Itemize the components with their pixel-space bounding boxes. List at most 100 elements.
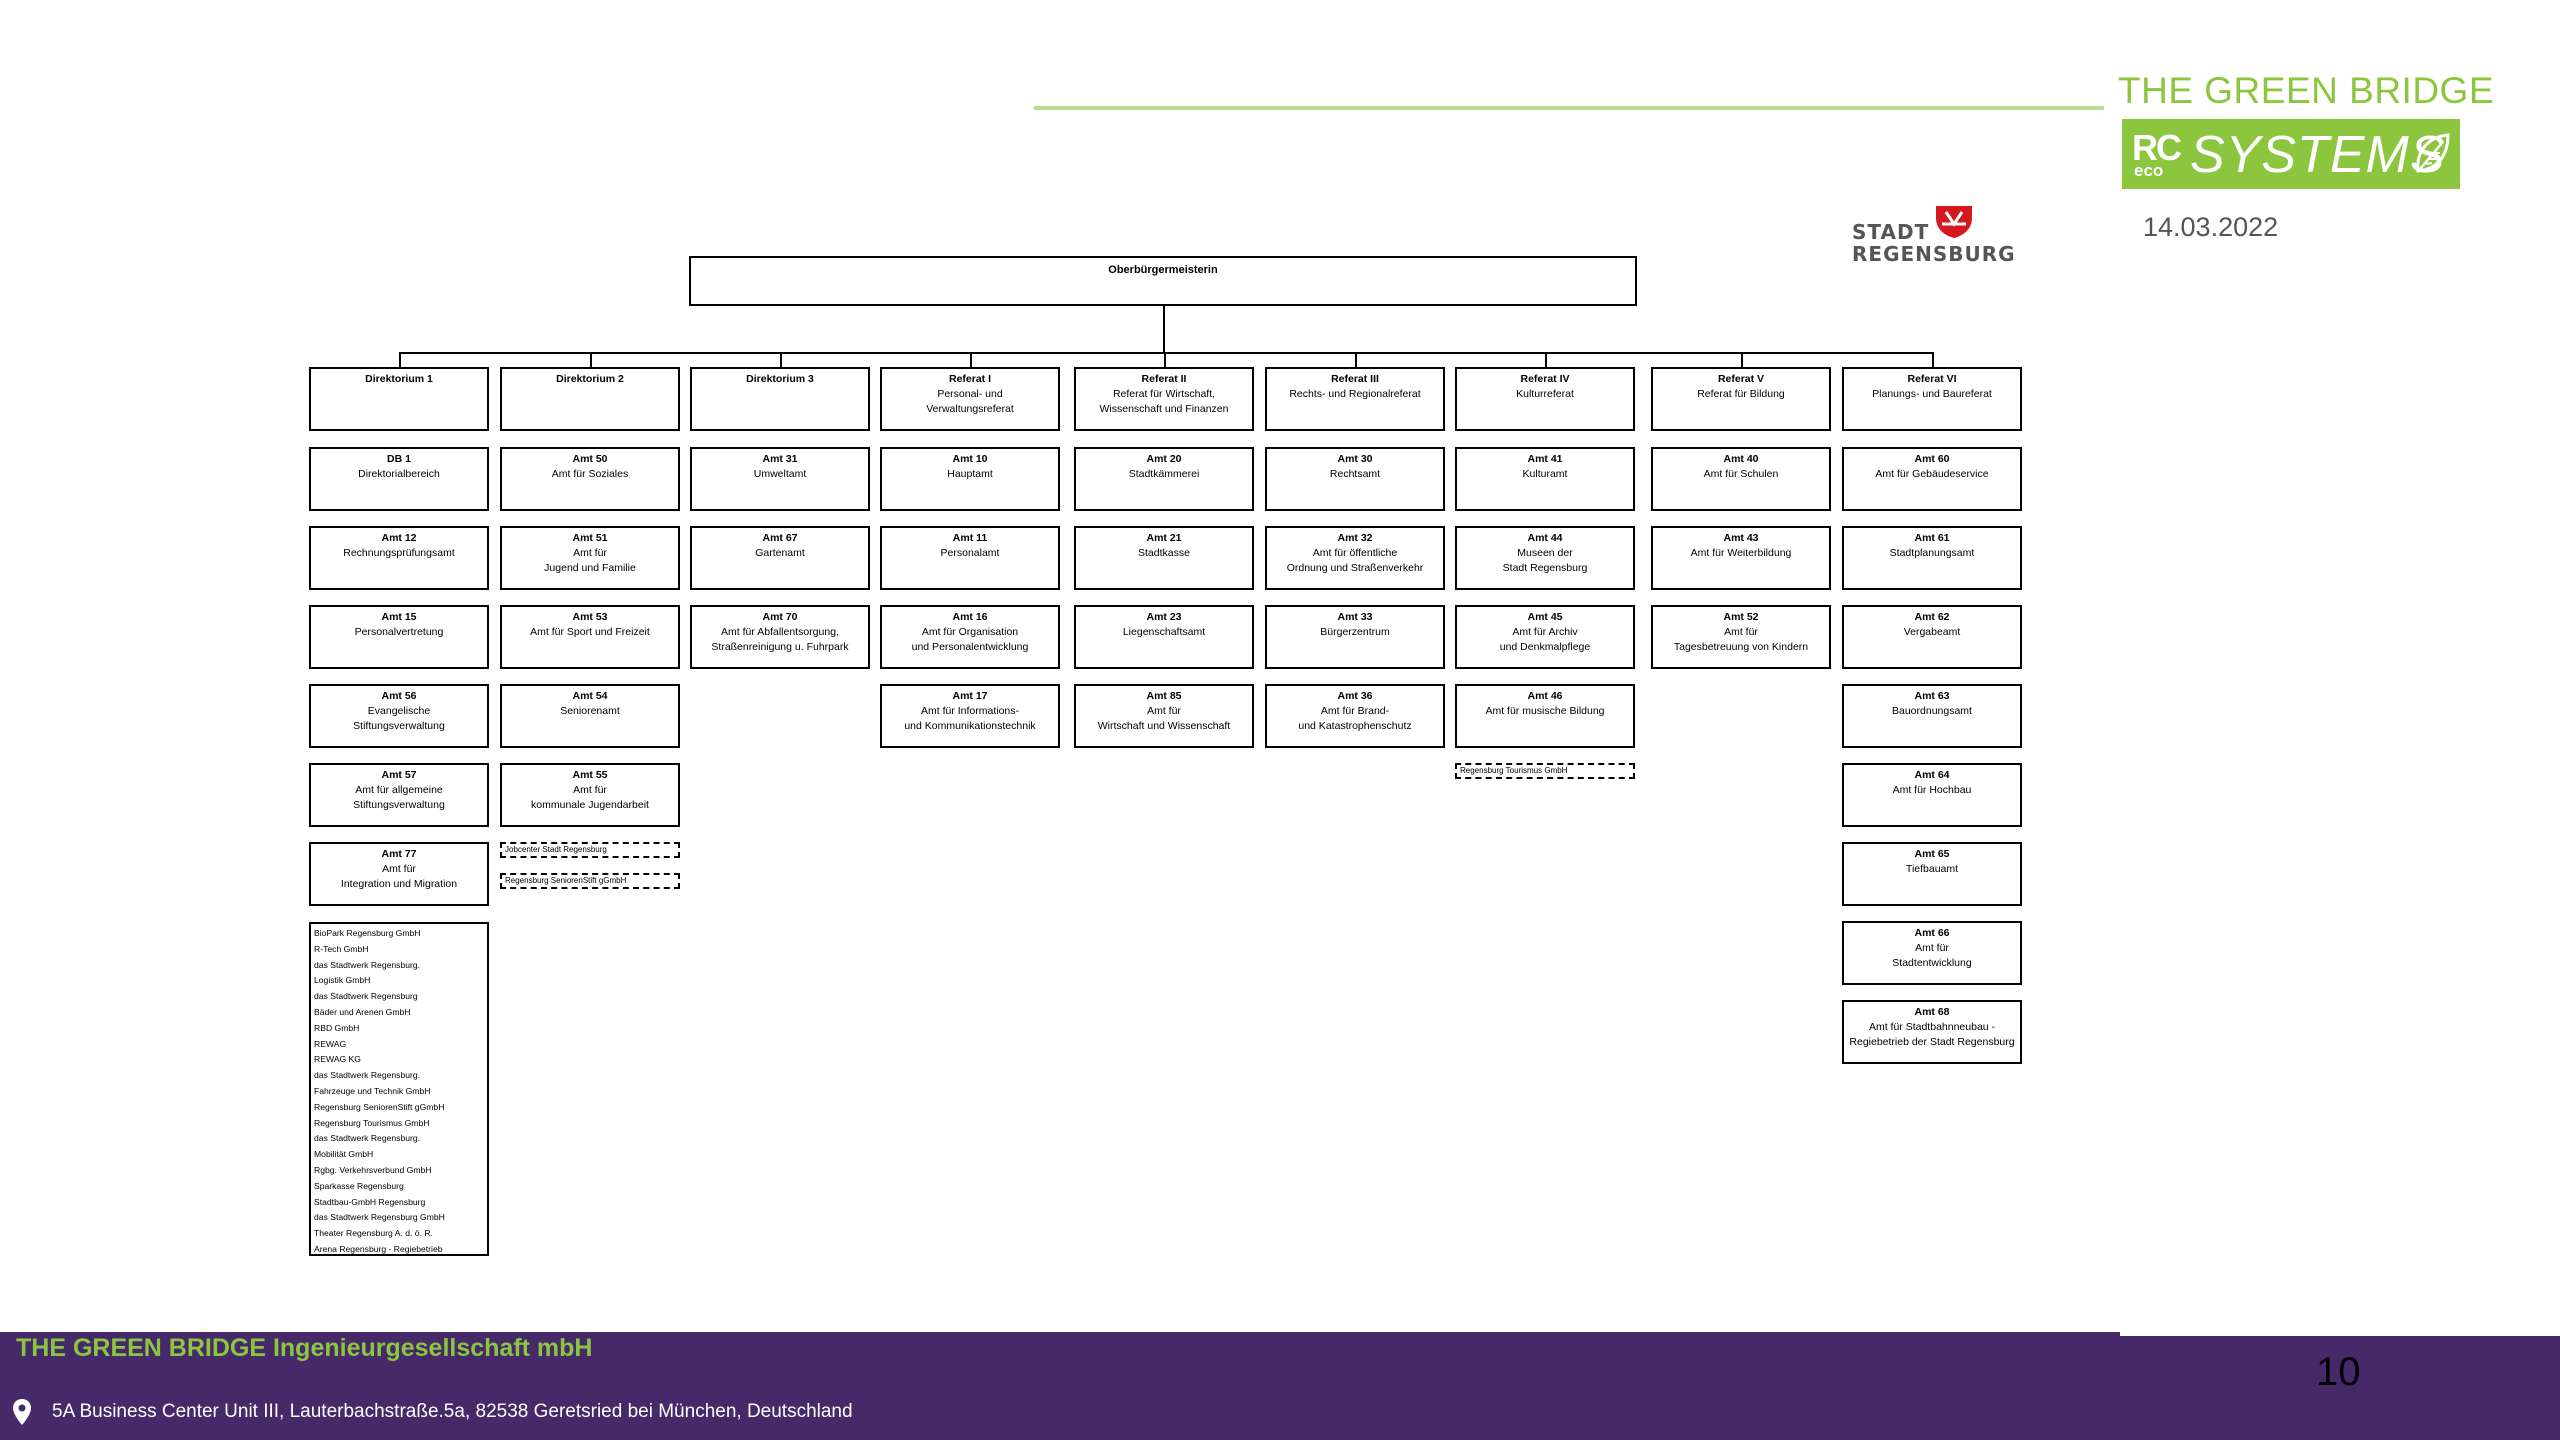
org-unit-box: Amt 43 Amt für Weiterbildung	[1651, 526, 1831, 590]
logo-systems-text: SYSTEMS	[2190, 126, 2446, 184]
org-unit-subtitle: Amt für Sport und Freizeit	[530, 626, 650, 638]
org-unit-title: Amt 65	[1914, 848, 1950, 860]
rc-eco-systems-logo: RC eco SYSTEMS	[2122, 119, 2460, 189]
org-unit-box: Amt 54 Seniorenamt	[500, 684, 680, 748]
org-unit-title: Amt 16	[952, 611, 988, 623]
regensburg-text: REGENSBURG	[1852, 242, 2016, 266]
org-unit-title: DB 1	[387, 453, 411, 465]
org-unit-title: Amt 41	[1527, 453, 1563, 465]
org-unit-subtitle: Bürgerzentrum	[1320, 626, 1390, 638]
org-affiliate-box: Regensburg SeniorenStift gGmbH	[500, 873, 680, 889]
org-unit-title: Amt 52	[1723, 611, 1759, 623]
org-unit-box: Amt 56 Evangelische Stiftungsverwaltung	[309, 684, 489, 748]
org-unit-subtitle: Amt für Organisation und Personalentwick…	[911, 626, 1029, 653]
head-connector-drop	[780, 352, 782, 367]
org-unit-subtitle: Amt für Tagesbetreuung von Kindern	[1673, 626, 1809, 653]
root-connector	[1163, 306, 1165, 353]
holdings-list-item: das Stadtwerk Regensburg	[314, 991, 418, 1002]
holdings-list-item: Arena Regensburg - Regiebetrieb	[314, 1243, 443, 1254]
head-connector-drop	[399, 352, 401, 367]
holdings-list-item: Regensburg Tourismus GmbH	[314, 1117, 430, 1128]
org-root-box: Oberbürgermeisterin	[689, 256, 1637, 306]
org-unit-title: Amt 15	[381, 611, 417, 623]
leaf-icon	[2416, 133, 2450, 173]
org-unit-subtitle: Stadtkasse	[1138, 547, 1190, 559]
org-unit-title: Amt 50	[572, 453, 608, 465]
org-unit-subtitle: Seniorenamt	[560, 705, 620, 717]
org-unit-subtitle: Amt für Stadtentwicklung	[1892, 942, 1972, 969]
org-unit-subtitle: Amt für allgemeine Stiftungsverwaltung	[353, 784, 445, 811]
head-connector-drop	[1932, 352, 1934, 367]
org-affiliate-box: Regensburg Tourismus GmbH	[1455, 763, 1635, 779]
org-head-box: Direktorium 2	[500, 367, 680, 431]
org-unit-subtitle: Amt für Hochbau	[1892, 784, 1972, 796]
org-unit-subtitle: Rechnungsprüfungsamt	[343, 547, 455, 559]
head-connector-drop	[590, 352, 592, 367]
holdings-list-item: das Stadtwerk Regensburg GmbH	[314, 1212, 445, 1223]
holdings-list-item: Fahrzeuge und Technik GmbH	[314, 1085, 431, 1096]
org-unit-title: Amt 43	[1723, 532, 1759, 544]
header-rule	[1034, 106, 2104, 110]
page-number: 10	[2316, 1350, 2361, 1394]
stadt-regensburg-logo: STADT REGENSBURG	[1852, 202, 2015, 272]
org-head-title: Referat III	[1331, 373, 1379, 385]
org-unit-subtitle: Amt für Weiterbildung	[1690, 547, 1792, 559]
org-unit-title: Amt 10	[952, 453, 988, 465]
org-unit-subtitle: Amt für Jugend und Familie	[544, 547, 636, 574]
org-unit-subtitle: Amt für musische Bildung	[1485, 705, 1605, 717]
holdings-list-item: Stadtbau-GmbH Regensburg	[314, 1196, 426, 1207]
org-unit-title: Amt 64	[1914, 769, 1950, 781]
org-unit-title: Amt 85	[1146, 690, 1182, 702]
org-unit-subtitle: Museen der Stadt Regensburg	[1502, 547, 1588, 574]
footer-bar	[0, 1332, 2560, 1440]
holdings-list-item: R-Tech GmbH	[314, 943, 369, 954]
org-head-subtitle: Planungs- und Baureferat	[1872, 388, 1992, 400]
holdings-list-item: Theater Regensburg A. d. ö. R.	[314, 1228, 433, 1239]
org-unit-subtitle: Amt für Integration und Migration	[340, 863, 458, 890]
org-unit-subtitle: Evangelische Stiftungsverwaltung	[353, 705, 445, 732]
holdings-list-item: das Stadtwerk Regensburg.	[314, 959, 421, 970]
org-unit-subtitle: Amt für Abfallentsorgung, Straßenreinigu…	[711, 626, 849, 653]
org-unit-title: Amt 54	[572, 690, 608, 702]
org-unit-subtitle: Stadtkämmerei	[1128, 468, 1200, 480]
org-unit-subtitle: Personalvertretung	[354, 626, 444, 638]
footer-address: 5A Business Center Unit III, Lauterbachs…	[52, 1401, 853, 1422]
org-unit-subtitle: Hauptamt	[947, 468, 993, 480]
org-unit-subtitle: Kulturamt	[1522, 468, 1568, 480]
holdings-list-item: das Stadtwerk Regensburg.	[314, 1070, 421, 1081]
footer-notch	[2120, 1326, 2560, 1336]
org-unit-title: Amt 46	[1527, 690, 1563, 702]
org-unit-subtitle: Gartenamt	[755, 547, 805, 559]
org-unit-title: Amt 45	[1527, 611, 1563, 623]
org-unit-title: Amt 55	[572, 769, 608, 781]
org-unit-title: Amt 44	[1527, 532, 1563, 544]
org-head-subtitle: Kulturreferat	[1516, 388, 1574, 400]
org-unit-title: Amt 57	[381, 769, 417, 781]
org-unit-title: Amt 12	[381, 532, 417, 544]
holdings-list-item: Rgbg. Verkehrsverbund GmbH	[314, 1164, 432, 1175]
holdings-list-item: Bäder und Arenen GmbH	[314, 1006, 411, 1017]
stadt-text: STADT	[1852, 220, 1930, 244]
org-unit-title: Amt 56	[381, 690, 417, 702]
org-head-title: Referat V	[1717, 373, 1765, 385]
org-unit-box: Amt 16 Amt für Organisation und Personale…	[880, 605, 1060, 669]
